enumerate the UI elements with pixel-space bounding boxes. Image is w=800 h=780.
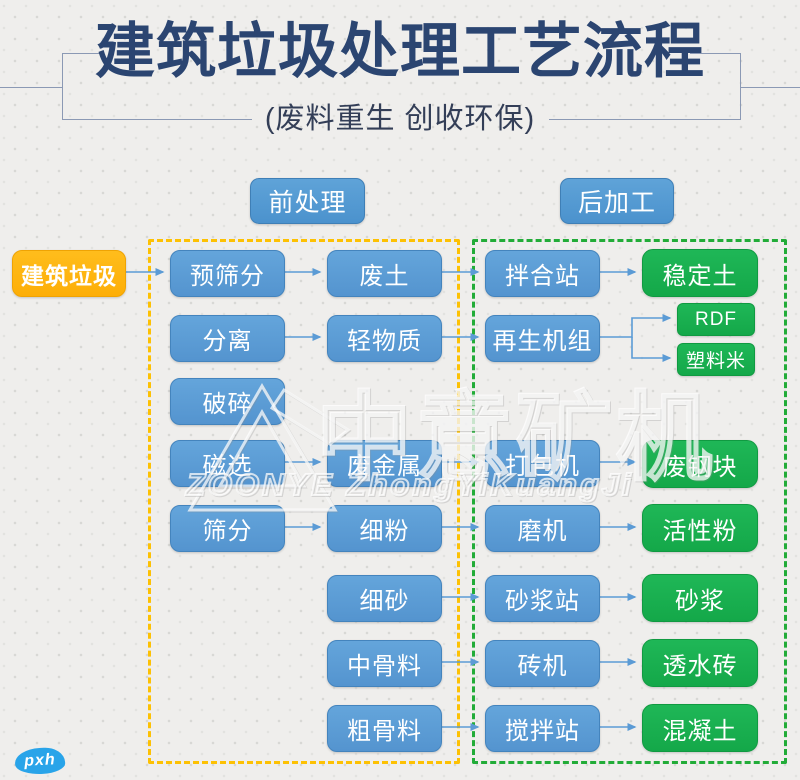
header-edge-line-left [0,87,62,88]
header-edge-line-right [740,87,800,88]
section-label-pre-processing: 前处理 [250,178,365,224]
node-pre-screening: 预筛分 [170,250,285,297]
node-mill: 磨机 [485,505,600,552]
section-label-post-processing: 后加工 [560,178,674,224]
node-light-material: 轻物质 [327,315,442,362]
title-frame-left [62,53,63,120]
title-frame-top-right [690,53,741,54]
node-waste-soil: 废土 [327,250,442,297]
page-subtitle: (废料重生 创收环保) [264,103,536,135]
node-fine-sand: 细砂 [327,575,442,622]
title-frame-bottom-right [549,119,741,120]
node-stirring-station: 搅拌站 [485,705,600,752]
node-permeable-brick: 透水砖 [642,639,758,687]
node-regeneration-unit: 再生机组 [485,315,600,362]
pre-processing-boundary [148,239,460,764]
title-frame-bottom-left [62,119,252,120]
node-coarse-aggregate: 粗骨料 [327,705,442,752]
node-plastic-pellets: 塑料米 [677,343,755,376]
node-separation: 分离 [170,315,285,362]
node-mixing-station: 拌合站 [485,250,600,297]
node-rdf: RDF [677,303,755,336]
node-fine-powder: 细粉 [327,505,442,552]
node-mortar-station: 砂浆站 [485,575,600,622]
node-magnetic-selection: 磁选 [170,440,285,487]
node-waste-metal: 废金属 [327,440,442,487]
node-concrete: 混凝土 [642,704,758,752]
node-screening: 筛分 [170,505,285,552]
node-brick-machine: 砖机 [485,640,600,687]
node-stabilized-soil: 稳定土 [642,249,758,297]
node-mortar: 砂浆 [642,574,758,622]
node-medium-aggregate: 中骨料 [327,640,442,687]
title-frame-top-left [62,53,104,54]
page-title: 建筑垃圾处理工艺流程 [95,18,705,85]
node-active-powder: 活性粉 [642,504,758,552]
node-crushing: 破碎 [170,378,285,425]
title-frame-right [740,53,741,120]
node-baler: 打包机 [485,440,600,487]
post-processing-boundary [472,239,787,764]
node-scrap-steel: 废钢块 [642,440,758,488]
node-construction-waste: 建筑垃圾 [12,250,126,297]
